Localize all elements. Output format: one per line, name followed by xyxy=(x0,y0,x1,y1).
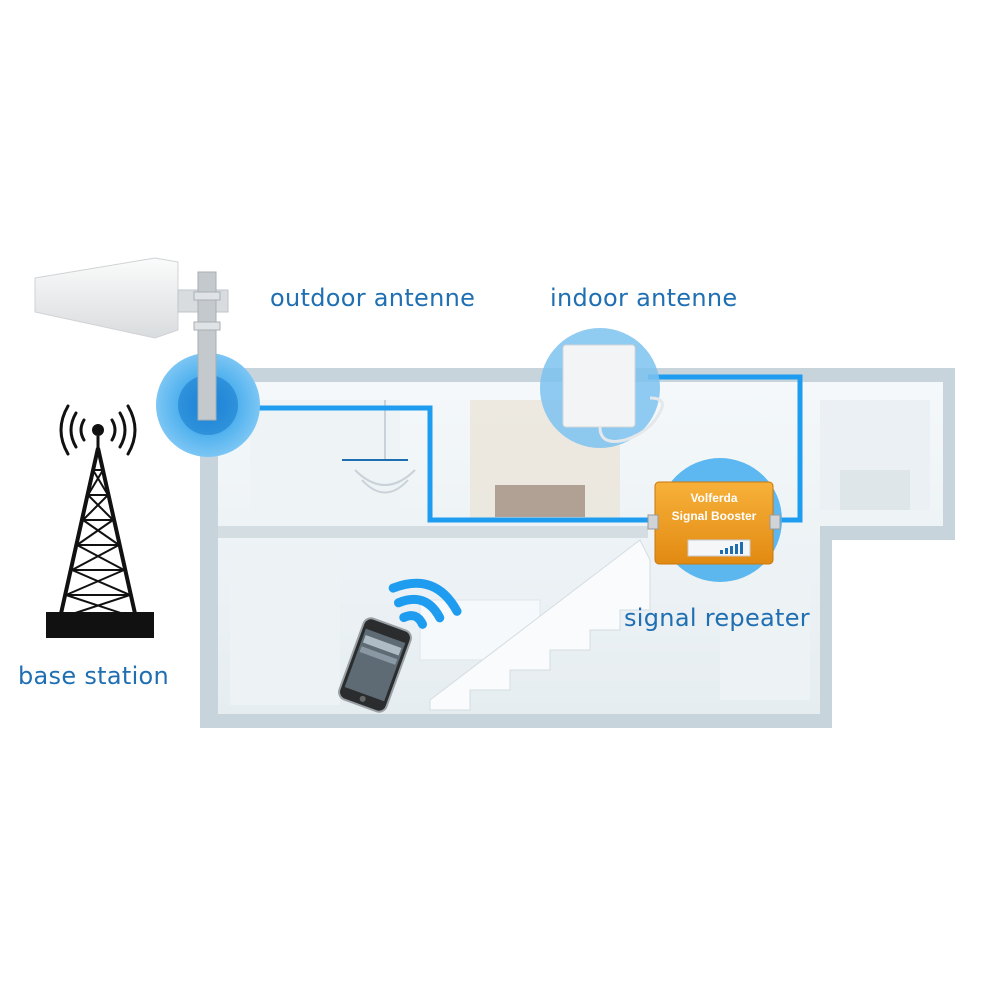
wifi-waves xyxy=(388,578,462,629)
tower-base xyxy=(46,612,154,638)
broadcast-waves-icon xyxy=(59,404,137,456)
indoor-antenna-label: indoor antenne xyxy=(550,284,738,312)
mounting-pole xyxy=(197,271,217,421)
signal-booster-device xyxy=(647,481,781,565)
coax-cable xyxy=(210,405,658,523)
booster-model-text: Signal Booster xyxy=(672,509,757,523)
lower-right-room xyxy=(720,560,810,700)
coax-cable-indoor xyxy=(648,374,803,523)
bed xyxy=(495,485,585,517)
base-station-tower xyxy=(46,404,154,638)
base-station-label: base station xyxy=(18,662,170,690)
staircase xyxy=(429,539,651,711)
booster-signal-bars xyxy=(720,542,743,554)
window-lower-left xyxy=(230,545,340,705)
outdoor-antenna-label: outdoor antenne xyxy=(270,284,476,312)
outdoor-antenna xyxy=(34,257,229,421)
booster-brand-text: Volferda xyxy=(690,491,737,505)
signal-repeater-label: signal repeater xyxy=(624,604,810,632)
indoor-antenna xyxy=(562,344,664,443)
desk xyxy=(840,470,910,510)
booster-display xyxy=(687,539,751,557)
smartphone xyxy=(338,617,412,713)
floor-slab xyxy=(218,526,648,538)
